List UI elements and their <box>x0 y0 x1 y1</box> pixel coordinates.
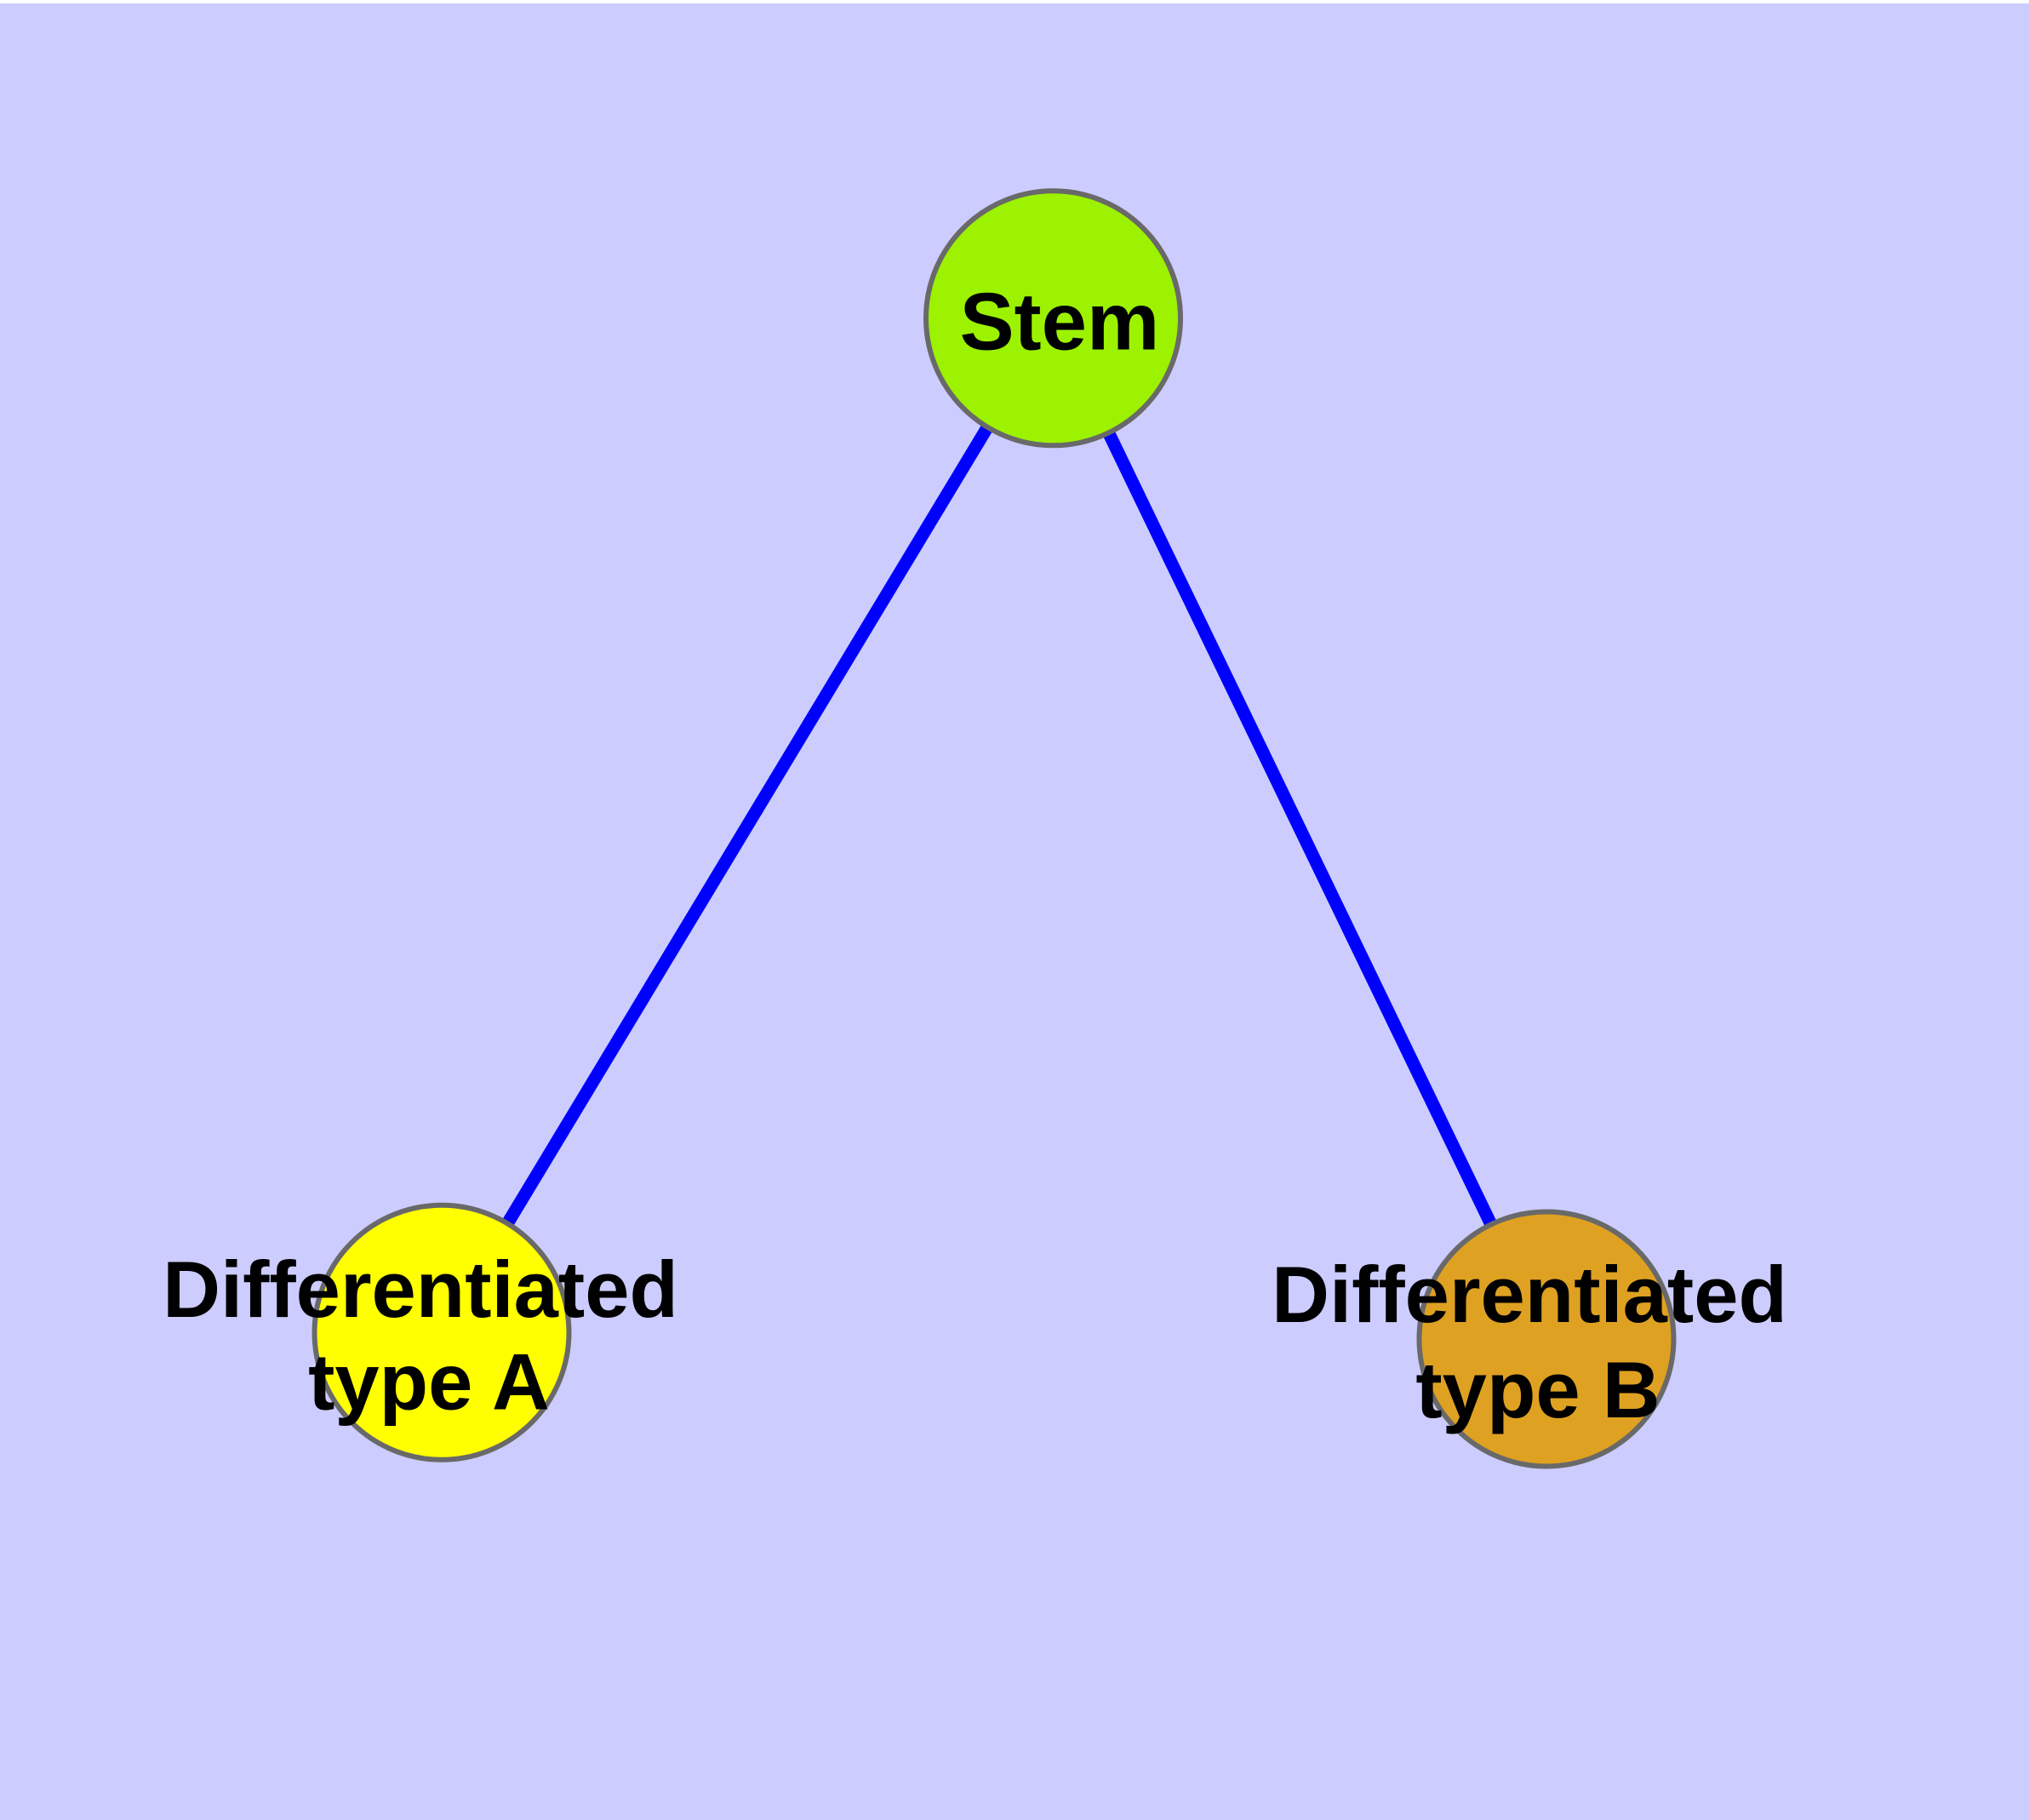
svg-text:Differentiated: Differentiated <box>163 1245 678 1334</box>
svg-text:type B: type B <box>1415 1345 1660 1434</box>
svg-text:Differentiated: Differentiated <box>1272 1250 1787 1339</box>
svg-text:Stem: Stem <box>960 277 1160 368</box>
svg-text:type A: type A <box>308 1336 550 1426</box>
